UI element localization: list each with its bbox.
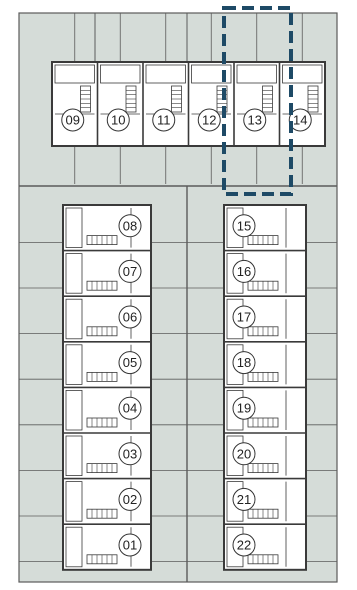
unit-labels: 09 10 11 12 13 14 08 07 06 05 04 03 02 01 15 16 17 18 19 20… [61,108,312,557]
unit-number-circle [118,533,142,557]
unit-number: 12 [202,113,216,128]
unit-22 [224,523,306,568]
unit-number-circle [232,487,256,511]
unit-label-group: 08 [118,214,142,238]
unit-number: 04 [123,401,137,416]
unit-number-circle [232,396,256,420]
unit-label-group: 22 [232,533,256,557]
room-outline [65,253,83,294]
unit-number-circle [118,351,142,375]
room-outline [191,64,232,84]
room-outline [65,207,83,248]
unit-number: 03 [123,446,137,461]
unit-05 [63,340,151,385]
unit-number: 21 [237,492,251,507]
unit-label-group: 03 [118,442,142,466]
unit-label-group: 02 [118,487,142,511]
unit-number: 18 [237,355,251,370]
unit-number-circle [232,442,256,466]
unit-number-circle [232,259,256,283]
unit-number: 19 [237,401,251,416]
unit-number: 14 [293,113,307,128]
unit-label-group: 15 [232,214,256,238]
unit-label-group: 10 [106,108,130,132]
unit-label-group: 07 [118,259,142,283]
unit-number: 01 [123,538,137,553]
unit-label-group: 14 [288,108,312,132]
unit-number-circle [118,487,142,511]
room-outline [65,526,83,568]
unit-number: 11 [157,113,171,128]
room-outline [145,64,186,84]
unit-number: 09 [66,113,80,128]
room-outline [65,389,83,431]
unit-top-09 [54,64,95,115]
unit-number-circle [61,108,85,132]
room-outline [65,435,83,476]
unit-label-group: 09 [61,108,85,132]
unit-number: 20 [237,446,251,461]
unit-number: 07 [123,264,137,279]
unit-number-circle [232,305,256,329]
unit-top-14 [278,62,323,146]
unit-number: 16 [237,264,251,279]
unit-number: 17 [237,310,251,325]
unit-08 [65,207,132,248]
unit-number-circle [288,108,312,132]
unit-label-group: 12 [197,108,221,132]
unit-number-circle [118,214,142,238]
unit-number: 08 [123,218,137,233]
unit-label-group: 18 [232,351,256,375]
unit-16 [224,249,306,294]
unit-number: 10 [111,113,125,128]
room-outline [236,64,277,84]
unit-number-circle [118,259,142,283]
unit-21 [224,477,306,522]
unit-label-group: 04 [118,396,142,420]
unit-label-group: 13 [243,108,267,132]
room-outline [65,298,83,340]
unit-number-circle [232,214,256,238]
unit-number-circle [152,108,176,132]
unit-label-group: 16 [232,259,256,283]
unit-number: 06 [123,310,137,325]
unit-label-group: 06 [118,305,142,329]
unit-number-circle [232,351,256,375]
unit-label-group: 20 [232,442,256,466]
unit-number: 13 [248,113,262,128]
room-outline [65,481,83,522]
unit-number-circle [197,108,221,132]
unit-label-group: 11 [152,108,176,132]
unit-label-group: 01 [118,533,142,557]
room-outline [54,64,95,84]
unit-label-group: 05 [118,351,142,375]
unit-number: 05 [123,355,137,370]
unit-top-10 [96,62,141,146]
unit-number-circle [118,305,142,329]
unit-number-circle [232,533,256,557]
unit-number: 22 [237,538,251,553]
room-outline [65,344,83,385]
unit-label-group: 19 [232,396,256,420]
unit-number-circle [118,396,142,420]
unit-number: 15 [237,218,251,233]
unit-number-circle [243,108,267,132]
unit-number-circle [118,442,142,466]
unit-label-group: 17 [232,305,256,329]
unit-number-circle [106,108,130,132]
room-outline [282,64,323,84]
unit-label-group: 21 [232,487,256,511]
room-outline [100,64,141,84]
unit-number: 02 [123,492,137,507]
